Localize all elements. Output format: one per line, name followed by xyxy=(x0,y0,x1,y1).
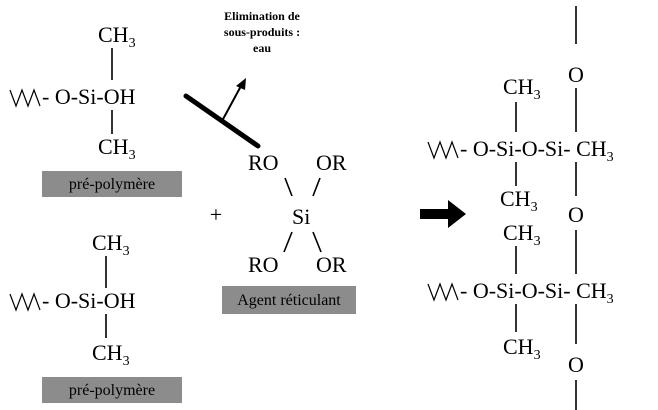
prepolymer-2-label: pré-polymère xyxy=(69,382,155,399)
product-o-top: O xyxy=(568,62,584,87)
crosslinker-ro-bottom: RO xyxy=(248,252,279,277)
prepolymer-1: CH3 - O-Si-OH CH3 pré-polymère xyxy=(9,22,182,197)
crosslinker-bond-tr xyxy=(312,177,321,197)
crosslinker-si: Si xyxy=(292,204,310,229)
product-ch3-d: CH3 xyxy=(503,334,541,363)
prepolymer-1-chain-wave-icon xyxy=(9,88,41,108)
product-ch3-c: CH3 xyxy=(503,220,541,249)
prepolymer-1-chain: - O-Si-OH xyxy=(42,84,136,109)
crosslinker-bond-bl xyxy=(283,231,293,253)
crosslinker-bond-br xyxy=(312,231,322,253)
elimination-arrow-shaft xyxy=(221,85,242,122)
crosslinker-or-top: OR xyxy=(316,150,347,175)
elimination-arrow-head xyxy=(236,78,246,90)
reaction-arrow-icon xyxy=(420,200,466,228)
prepolymer-2: CH3 - O-Si-OH CH3 pré-polymère xyxy=(9,230,182,403)
product-row1-chain-wave-icon xyxy=(427,140,459,160)
prepolymer-2-chain: - O-Si-OH xyxy=(42,288,136,313)
elimination-note-line1: Elimination de xyxy=(224,9,300,23)
crosslinker-label-box xyxy=(222,286,356,314)
prepolymer-1-ch3-top: CH3 xyxy=(98,22,136,51)
elimination-note-line3: eau xyxy=(253,41,271,55)
crosslinking-agent: RO OR Si RO OR Agent réticulant xyxy=(222,150,356,314)
product-row1-chain: - O-Si-O-Si- CH3 xyxy=(460,136,614,165)
prepolymer-1-label-box xyxy=(42,171,182,197)
crosslinker-or-bottom: OR xyxy=(316,252,347,277)
product-o-middle: O xyxy=(568,202,584,227)
product-row2-chain-wave-icon xyxy=(427,282,459,302)
prepolymer-2-chain-wave-icon xyxy=(9,292,41,312)
plus-sign: + xyxy=(210,202,222,227)
crosslinker-bond-tl xyxy=(284,177,293,197)
elimination-note: Elimination de sous-produits : eau xyxy=(224,9,301,55)
crosslinker-ro-top: RO xyxy=(248,150,279,175)
crosslinker-label: Agent réticulant xyxy=(237,292,341,309)
product-ch3-a: CH3 xyxy=(503,74,541,103)
product-o-bottom: O xyxy=(568,352,584,377)
product-row2-chain: - O-Si-O-Si- CH3 xyxy=(460,278,614,307)
prepolymer-2-label-box xyxy=(42,377,182,403)
elimination-note-line2: sous-produits : xyxy=(224,25,300,39)
prepolymer-1-label: pré-polymère xyxy=(69,176,155,193)
prepolymer-2-ch3-top: CH3 xyxy=(92,230,130,259)
product-ch3-b: CH3 xyxy=(500,186,538,215)
prepolymer-1-ch3-bottom: CH3 xyxy=(98,134,136,163)
prepolymer-2-ch3-bottom: CH3 xyxy=(92,340,130,369)
crosslinked-network: O CH3 - O-Si-O-Si- CH3 CH3 O CH3 - O-Si-… xyxy=(427,6,614,410)
elimination-marker xyxy=(183,78,261,149)
